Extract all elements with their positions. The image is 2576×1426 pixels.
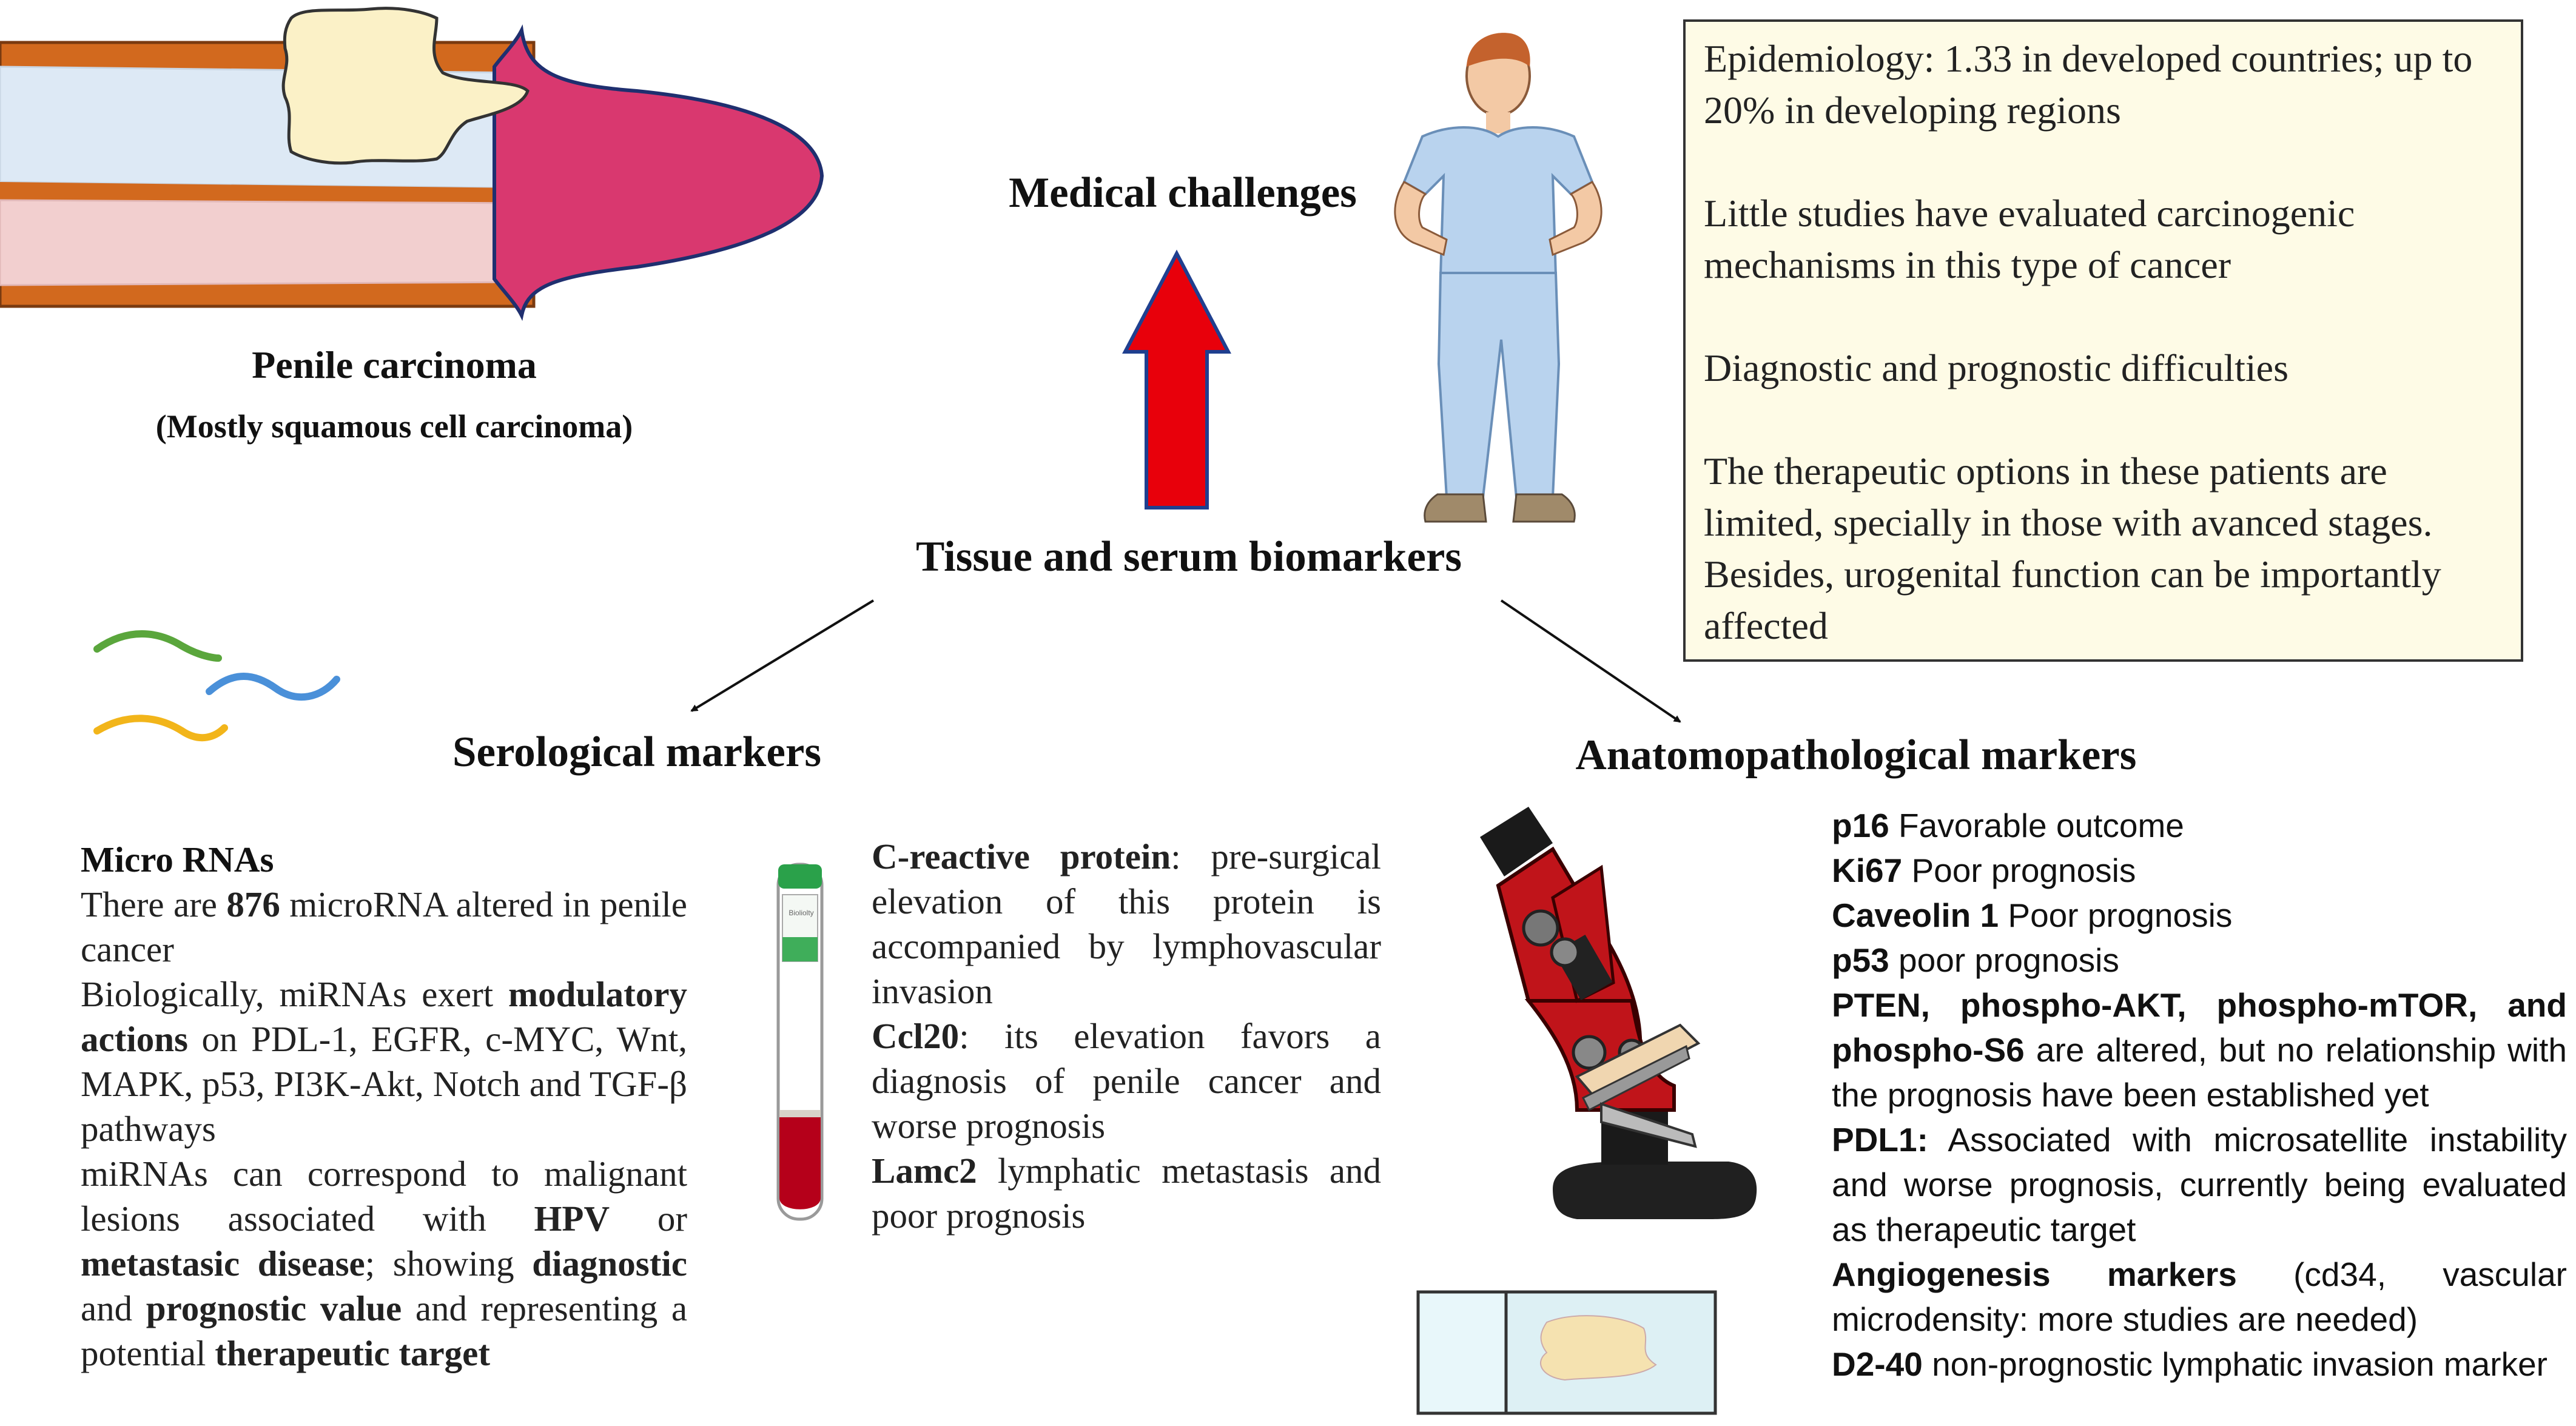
marker-d2-40: D2-40 non-prognostic lymphatic invasion … <box>1832 1345 2547 1383</box>
serological-markers-title: Serological markers <box>452 728 821 776</box>
tumor-mass <box>281 7 530 165</box>
marker-pdl1: PDL1: Associated with microsatellite ins… <box>1832 1121 2567 1248</box>
anatomopathological-markers-title: Anatomopathological markers <box>1575 731 2137 779</box>
rna-strands-icon <box>93 630 340 742</box>
diagnostic-difficulties-text: Diagnostic and prognostic difficulties <box>1704 346 2288 389</box>
marker-ki67: Ki67 Poor prognosis <box>1832 852 2136 889</box>
marker-angiogenesis: Angiogenesis markers (cd34, vascular mic… <box>1832 1256 2567 1338</box>
septum-band <box>0 182 522 203</box>
carcinogenic-studies-text: Little studies have evaluated carcinogen… <box>1704 192 2355 286</box>
microscope-icon <box>1480 807 1757 1219</box>
penile-carcinoma-subtitle: (Mostly squamous cell carcinoma) <box>155 408 633 445</box>
anatomo-markers-list: p16 Favorable outcome Ki67 Poor prognosi… <box>1832 803 2567 1387</box>
therapeutic-options-text: The therapeutic options in these patient… <box>1704 449 2441 647</box>
medical-challenges-box: Epidemiology: 1.33 in developed countrie… <box>1683 19 2523 662</box>
penile-carcinoma-title: Penile carcinoma <box>252 343 537 386</box>
epidemiology-text: Epidemiology: 1.33 in developed countrie… <box>1704 37 2473 132</box>
doctor-figure <box>1394 33 1602 523</box>
blood-tube-icon <box>776 863 824 1221</box>
micro-rnas-modulatory-text: Biologically, miRNAs exert modulatory ac… <box>81 974 687 1149</box>
arrow-to-anatomopathological <box>1500 599 1681 723</box>
glass-slide-icon <box>1416 1290 1717 1415</box>
medical-challenges-title: Medical challenges <box>1009 169 1357 217</box>
marker-caveolin1: Caveolin 1 Poor prognosis <box>1832 896 2233 934</box>
marker-p53: p53 poor prognosis <box>1832 941 2119 979</box>
glans <box>493 24 824 321</box>
ccl20-entry: Ccl20: its elevation favors a diagnosis … <box>872 1016 1381 1146</box>
tube-label: Bioliolty <box>789 909 814 917</box>
lamc2-entry: Lamc2 lymphatic metastasis and poor prog… <box>872 1151 1381 1236</box>
arrow-to-serological <box>690 599 875 712</box>
micro-rnas-clinical-text: miRNAs can correspond to malignant lesio… <box>81 1154 688 1373</box>
micro-rnas-block: Micro RNAs There are 876 microRNA altere… <box>81 837 687 1376</box>
micro-rnas-heading: Micro RNAs <box>81 839 274 879</box>
up-arrow <box>1122 249 1231 510</box>
tissue-serum-biomarkers-title: Tissue and serum biomarkers <box>915 533 1462 580</box>
penis-anatomy-illustration <box>0 7 824 321</box>
crp-entry: C-reactive protein: pre-surgical elevati… <box>872 836 1381 1011</box>
marker-pten-akt-mtor-s6: PTEN, phospho-AKT, phospho-mTOR, and pho… <box>1832 986 2567 1114</box>
marker-p16: p16 Favorable outcome <box>1832 807 2184 844</box>
serum-proteins-block: C-reactive protein: pre-surgical elevati… <box>872 834 1381 1238</box>
urethra-region <box>0 199 523 286</box>
micro-rnas-count-text: There are 876 microRNA altered in penile… <box>81 884 687 969</box>
